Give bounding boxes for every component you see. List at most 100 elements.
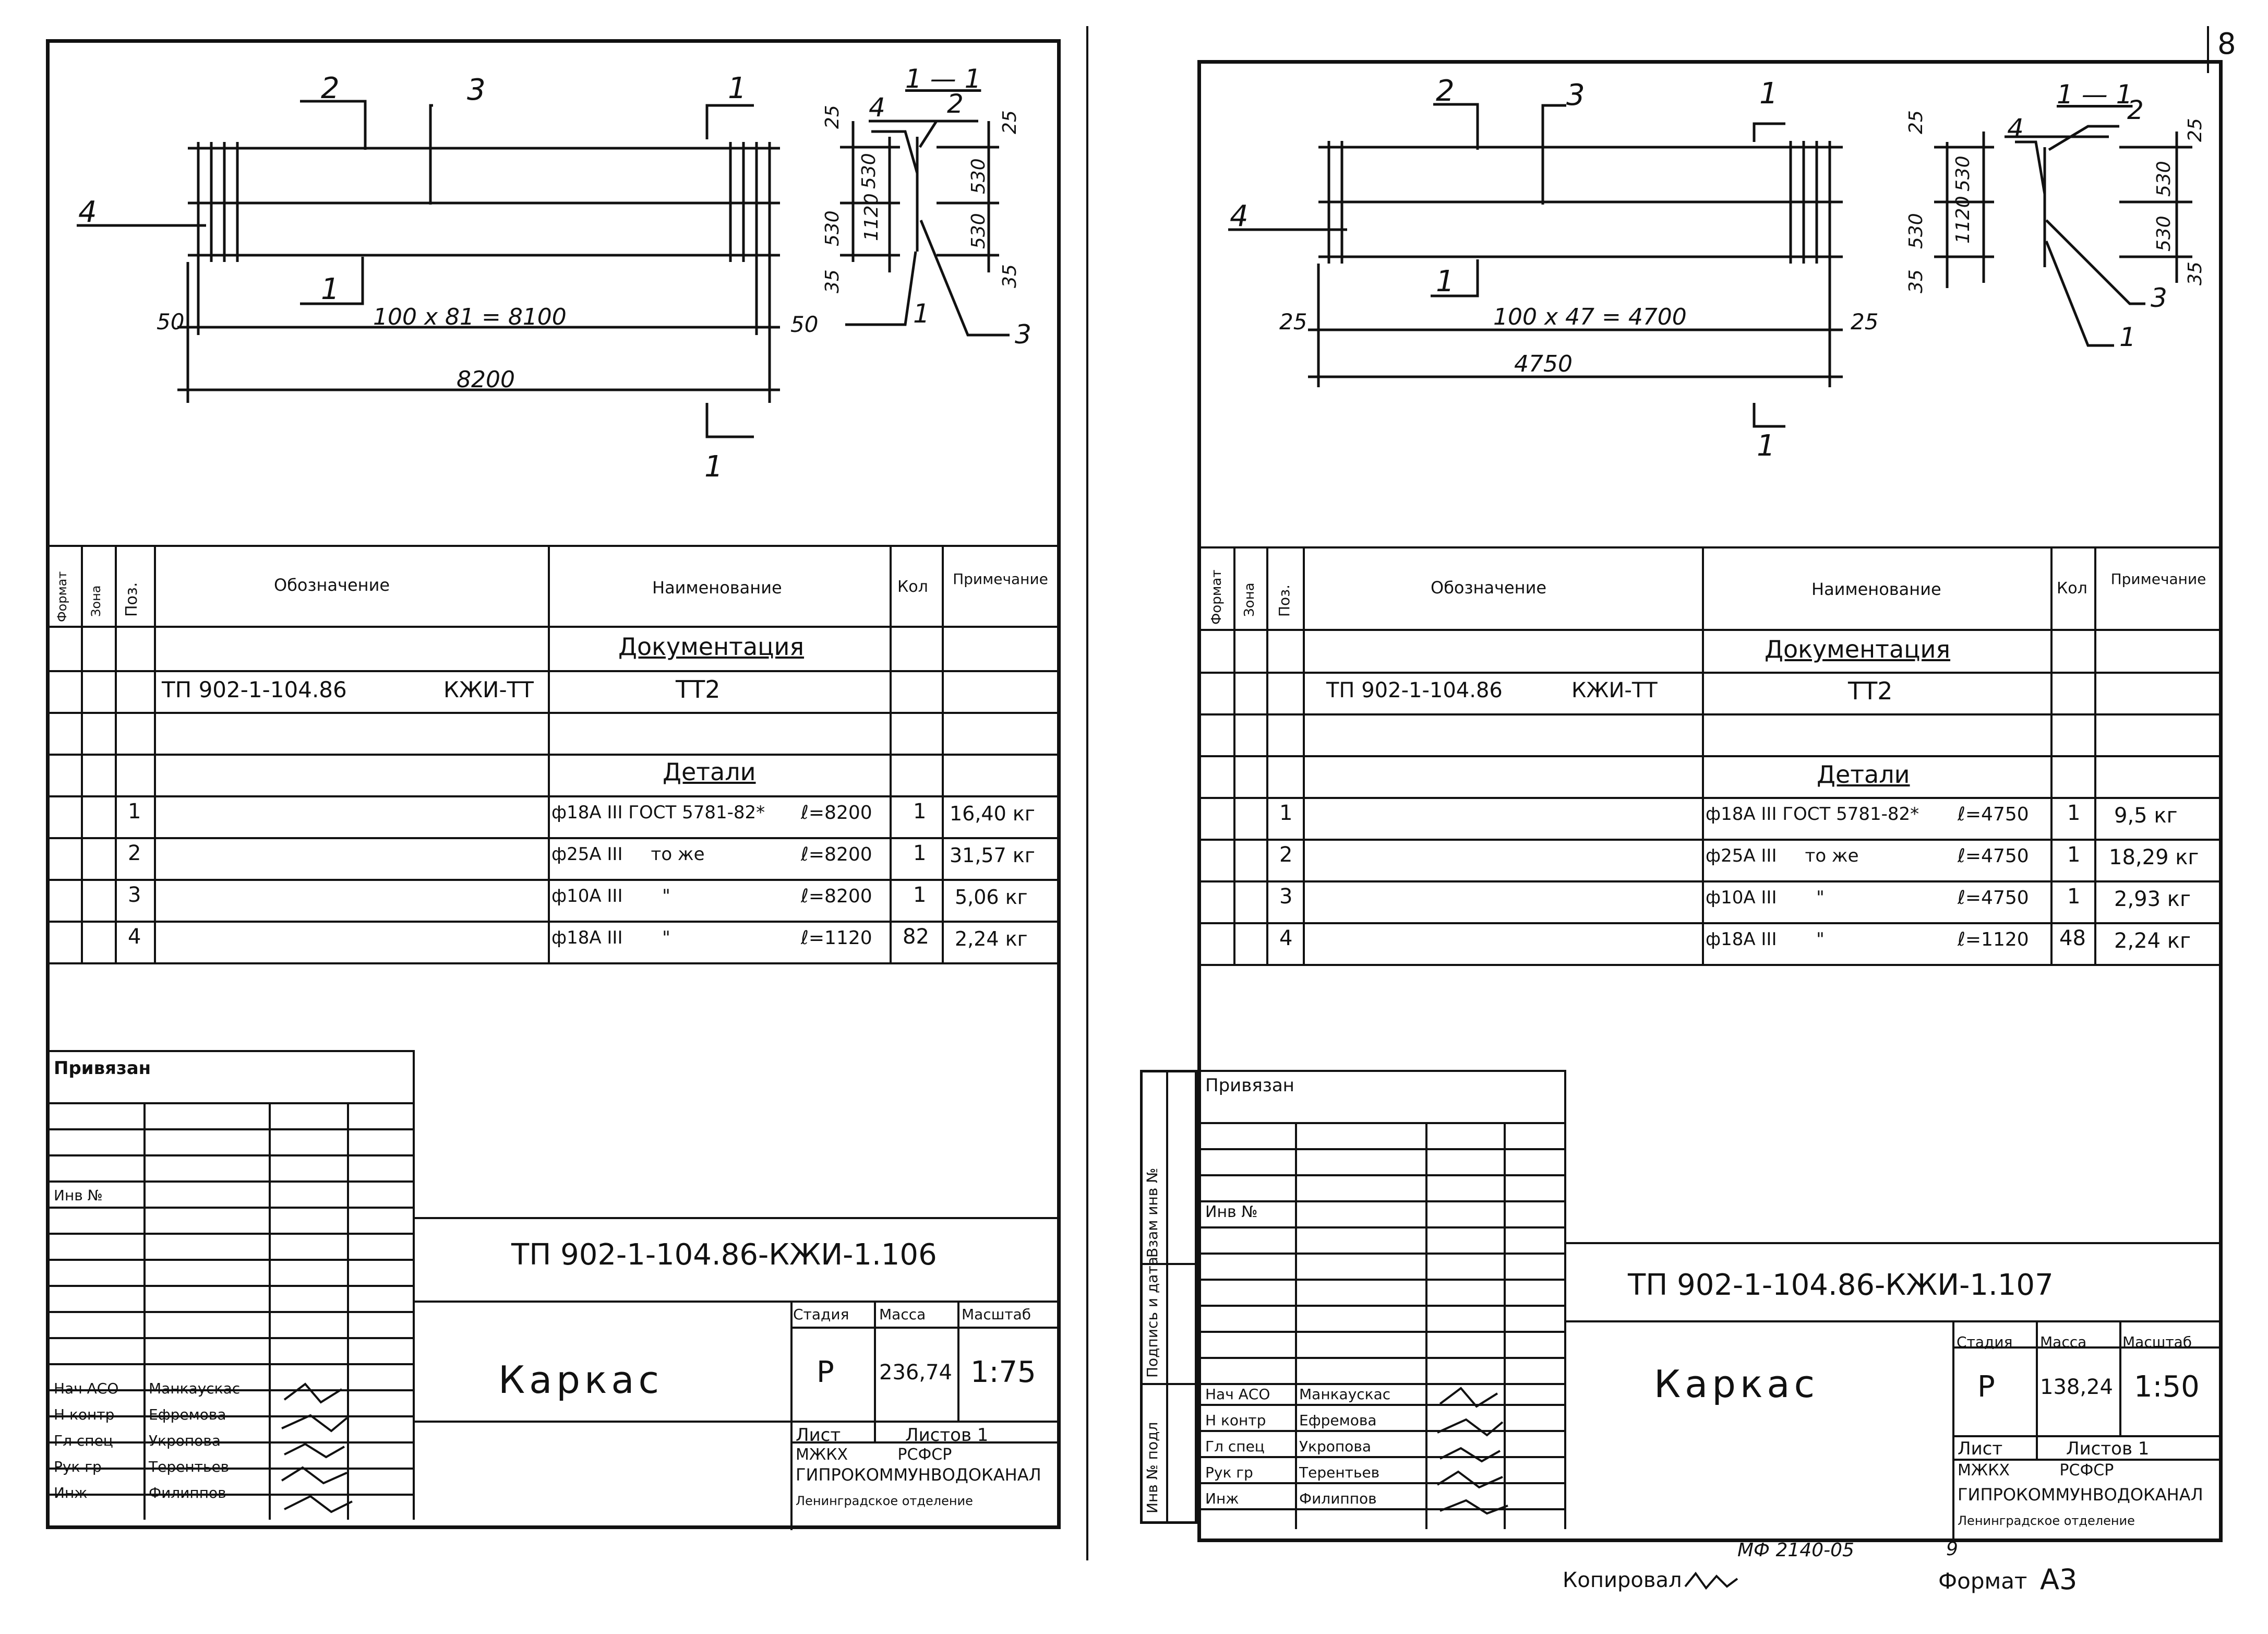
spec-row-name: ф18А III ": [551, 927, 670, 948]
stamp-code: ТП 902-1-104.86-КЖИ-1.106: [511, 1238, 937, 1272]
section-title: 1 — 1: [2057, 79, 2133, 110]
leader-3: 3: [467, 73, 486, 107]
sheet-label: Лист: [796, 1425, 841, 1446]
org-line-3: Ленинградское отделение: [796, 1494, 973, 1508]
person-role: Н контр: [54, 1406, 115, 1423]
spec-row-qty: 82: [903, 925, 929, 949]
spec-row-length: ℓ=4750: [1958, 887, 2029, 909]
leader-2: 2: [1436, 74, 1455, 108]
dim-right: 25: [1851, 309, 1879, 335]
leader-1: 1: [1436, 265, 1455, 299]
mass-value: 138,24: [2040, 1375, 2113, 1399]
spec-doc-code: ТП 902-1-104.86: [1326, 678, 1503, 702]
spec-row-qty: 1: [2067, 843, 2081, 867]
dim-r-530b: 530: [2153, 216, 2175, 252]
spec-row-length: ℓ=8200: [801, 886, 872, 907]
mass-value: 236,74: [879, 1361, 952, 1385]
spec-doc-name: ТТ2: [1848, 677, 1893, 705]
scale-value: 1:75: [970, 1355, 1036, 1389]
person-name: Терентьев: [1299, 1464, 1380, 1481]
dim-l-530b: 530: [822, 210, 843, 246]
dim-r-530b: 530: [968, 213, 989, 249]
stage-value: Р: [817, 1355, 834, 1389]
org-line-2: ГИПРОКОММУНВОДОКАНАЛ: [1958, 1485, 2203, 1505]
spec-row-name: ф18А III ": [1706, 929, 1825, 950]
person-role: Гл спец: [1205, 1438, 1265, 1455]
dim-r-530a: 530: [968, 158, 989, 194]
dim-l-530a: 530: [858, 153, 880, 189]
spec-row-note: 2,93 кг: [2114, 887, 2191, 911]
dim-left: 50: [157, 309, 185, 335]
dim-total: 4750: [1514, 351, 1573, 377]
org-line-3: Ленинградское отделение: [1958, 1513, 2135, 1528]
spec-row-pos: 2: [1279, 843, 1293, 867]
spec-header-note: Примечание: [953, 570, 1048, 588]
copied-signature: [1684, 1571, 1738, 1590]
title-block: [415, 1217, 1057, 1530]
section-1: 1: [913, 299, 930, 329]
spec-row-pos: 4: [1279, 926, 1293, 950]
spec-row-qty: 1: [913, 800, 927, 824]
dim-l-530a: 530: [1952, 156, 1974, 192]
spec-row-length: ℓ=1120: [1958, 929, 2029, 950]
side-label-signature: Подпись и дата: [1144, 1257, 1161, 1378]
spec-row-length: ℓ=4750: [1958, 804, 2029, 825]
dim-1120: 1120: [861, 193, 882, 241]
signatures: [281, 1382, 353, 1513]
section-4: 4: [2007, 113, 2024, 144]
spec-doc-mark: КЖИ-ТТ: [443, 677, 534, 702]
person-name: Манкаускас: [149, 1380, 241, 1397]
person-role: Рук гр: [54, 1458, 102, 1475]
spec-row-qty: 1: [913, 841, 927, 865]
cut-top-label: 1: [728, 71, 747, 105]
person-name: Укропова: [1299, 1438, 1371, 1455]
sheets-label: Листов 1: [905, 1425, 989, 1446]
spec-row-note: 2,24 кг: [2114, 929, 2191, 953]
format-value: А3: [2040, 1563, 2078, 1596]
spec-row-note: 2,24 кг: [955, 927, 1028, 950]
dim-right: 50: [790, 312, 819, 337]
stage-value: Р: [1977, 1370, 1995, 1404]
spec-header-pos: Поз.: [123, 582, 141, 617]
spec-header-designation: Обозначение: [1431, 578, 1547, 598]
dim-r-35: 35: [999, 264, 1021, 288]
spec-row-pos: 3: [128, 883, 141, 907]
side-label-vzam: Взам инв №: [1144, 1167, 1161, 1258]
cut-bottom-label: 1: [1757, 429, 1775, 463]
cut-top-label: 1: [1759, 77, 1778, 111]
scale-value: 1:50: [2134, 1370, 2200, 1404]
privyazan-label: Привязан: [1205, 1075, 1294, 1096]
privyazan-block: [1201, 1070, 1566, 1529]
spec-header-pos: Поз.: [1276, 585, 1293, 617]
stamp-code: ТП 902-1-104.86-КЖИ-1.107: [1628, 1268, 2054, 1302]
section-2: 2: [947, 89, 964, 119]
left-frame-drawing: [77, 100, 1010, 438]
section-3: 3: [1015, 319, 1031, 350]
copied-by: Копировал: [1563, 1568, 1682, 1592]
person-name: Укропова: [149, 1432, 221, 1449]
dim-l-35: 35: [1905, 269, 1927, 293]
spec-row-qty: 48: [2059, 926, 2086, 950]
leader-4: 4: [1230, 199, 1249, 233]
spec-doc-mark: КЖИ-ТТ: [1571, 678, 1658, 702]
section-2: 2: [2127, 95, 2144, 125]
spec-header-note: Примечание: [2110, 570, 2206, 588]
sheet-number-divider: [2207, 26, 2209, 73]
dim-total: 8200: [457, 366, 515, 393]
spec-header-name: Наименование: [652, 578, 782, 598]
spec-section-docs: Документация: [618, 633, 805, 661]
person-role: Нач АСО: [1205, 1386, 1270, 1403]
person-name: Филиппов: [1299, 1490, 1377, 1507]
spec-row-name: ф10А III ": [1706, 887, 1825, 908]
person-name: Ефремова: [1299, 1412, 1377, 1429]
spec-row-qty: 1: [2067, 885, 2081, 909]
spec-row-pos: 2: [128, 841, 141, 865]
person-name: Манкаускас: [1299, 1386, 1391, 1403]
section-1: 1: [2119, 322, 2136, 352]
scale-header: Масштаб: [2122, 1333, 2192, 1351]
spec-row-length: ℓ=8200: [801, 802, 872, 824]
mass-header: Масса: [2040, 1333, 2087, 1351]
dim-l-530b: 530: [1905, 213, 1927, 249]
spec-row-name: ф25А III то же: [551, 844, 705, 865]
dim-r-530a: 530: [2153, 161, 2175, 197]
